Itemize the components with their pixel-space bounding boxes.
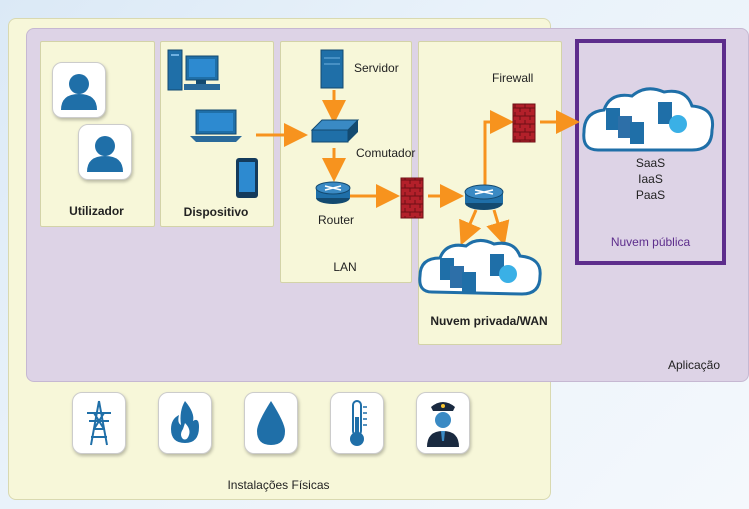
private-cloud-icon	[418, 239, 542, 296]
service-iaas: IaaS	[638, 172, 663, 186]
power-tower-icon	[87, 400, 111, 446]
laptop-icon	[190, 109, 242, 142]
smartphone-icon	[236, 158, 258, 198]
public-cloud-icon	[582, 87, 715, 152]
arrow-wan-to-private-cloud-1	[459, 209, 482, 246]
lan-label: LAN	[333, 260, 357, 274]
private-cloud-label: Nuvem privada/WAN	[430, 314, 548, 328]
thermometer-icon	[350, 400, 367, 446]
router-icon	[315, 181, 351, 204]
server-icon	[320, 49, 344, 89]
security-guard-icon	[427, 402, 459, 447]
user-icon	[61, 74, 97, 110]
devices-group	[167, 49, 258, 198]
firewall-icon	[400, 177, 424, 219]
router-label: Router	[318, 213, 355, 227]
security-tile	[416, 392, 470, 454]
user-tile-2	[78, 124, 132, 180]
public-cloud-label: Nuvem pública	[610, 235, 691, 249]
user-label: Utilizador	[69, 204, 124, 218]
arrow-wan-router-to-firewall	[483, 110, 514, 185]
firewall-label: Firewall	[492, 71, 534, 85]
server-label: Servidor	[354, 61, 399, 75]
water-drop-icon	[257, 401, 285, 445]
arrow-wan-to-private-cloud-2	[486, 209, 510, 246]
user-icon	[87, 136, 123, 172]
facilities-label: Instalações Físicas	[227, 478, 330, 492]
service-saas: SaaS	[635, 156, 666, 170]
router-icon	[464, 184, 504, 210]
switch-icon	[310, 119, 360, 143]
device-label: Dispositivo	[183, 205, 249, 219]
user-tile-1	[52, 62, 106, 118]
firewall-icon	[512, 103, 536, 143]
water-tile	[244, 392, 298, 454]
public-cloud-panel	[575, 39, 726, 265]
power-tile	[72, 392, 126, 454]
fire-icon	[171, 401, 199, 443]
service-paas: PaaS	[635, 188, 666, 202]
fire-tile	[158, 392, 212, 454]
temperature-tile	[330, 392, 384, 454]
switch-label: Comutador	[356, 146, 416, 160]
application-label: Aplicação	[668, 358, 721, 372]
desktop-computer-icon	[167, 49, 220, 91]
cloud-services-list: SaaS IaaS PaaS	[579, 155, 722, 203]
lan-panel	[280, 41, 412, 283]
